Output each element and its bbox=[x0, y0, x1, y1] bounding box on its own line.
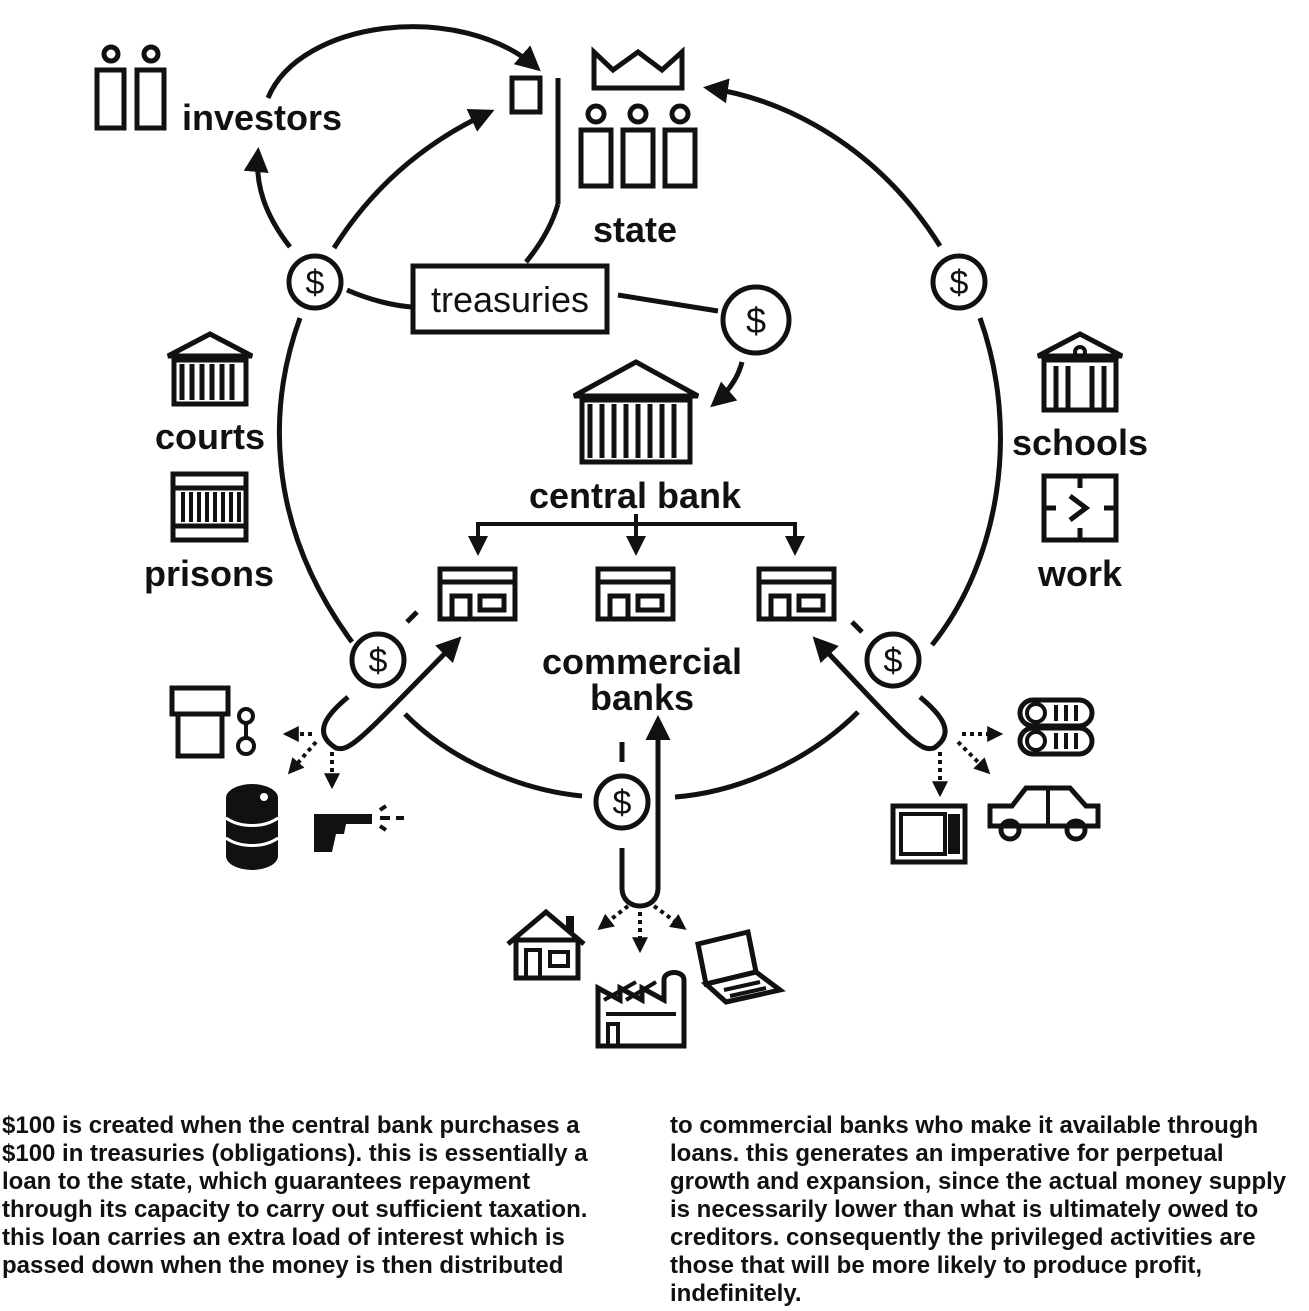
school-building-icon bbox=[1036, 331, 1124, 413]
arrow-to-central-bank bbox=[710, 361, 745, 408]
left-loan-flow bbox=[282, 610, 462, 790]
oil-barrels-icon bbox=[225, 784, 279, 870]
courts-label: courts bbox=[155, 416, 265, 457]
dollar-token-2: $ bbox=[720, 284, 792, 356]
circulation-loop bbox=[243, 24, 1003, 800]
house-icon bbox=[506, 908, 586, 981]
svg-text:$: $ bbox=[884, 642, 903, 680]
investors-label: investors bbox=[182, 97, 342, 138]
laptop-icon bbox=[695, 928, 786, 1005]
storefront-icon bbox=[595, 566, 676, 622]
prison-bars-icon bbox=[170, 471, 249, 543]
commercial-banks-label-line1: commercial bbox=[542, 641, 742, 682]
svg-text:$: $ bbox=[369, 642, 388, 680]
money-flow-diagram: $ $ $ $ $ $ treasuries investors bbox=[94, 24, 1148, 1049]
svg-text:$: $ bbox=[306, 264, 325, 302]
caption-left: $100 is created when the central bank pu… bbox=[2, 1112, 588, 1279]
loop-to-state-arc bbox=[331, 109, 495, 250]
car-icon bbox=[987, 785, 1101, 842]
storefront-icon bbox=[437, 566, 518, 622]
commercial-banks-label-line2: banks bbox=[590, 677, 694, 718]
caption-right: to commercial banks who make it availabl… bbox=[670, 1112, 1287, 1307]
distribution-arrows bbox=[468, 514, 805, 556]
state-label: state bbox=[593, 209, 677, 250]
clock-icon bbox=[1041, 473, 1119, 543]
svg-text:$: $ bbox=[613, 784, 632, 822]
dollar-token-3: $ bbox=[930, 253, 988, 311]
central-bank-label: central bank bbox=[529, 475, 742, 516]
dollar-to-treasuries-line bbox=[346, 287, 412, 310]
pistol-icon bbox=[314, 804, 404, 852]
schools-label: schools bbox=[1012, 422, 1148, 463]
dollar-token-5: $ bbox=[864, 631, 922, 689]
television-icon bbox=[890, 803, 968, 865]
dollar-token-4: $ bbox=[349, 631, 407, 689]
storefront-icon bbox=[756, 566, 837, 622]
svg-text:$: $ bbox=[950, 264, 969, 302]
bank-building-icon bbox=[572, 359, 700, 465]
loop-bottom-left-arc bbox=[403, 712, 583, 799]
padlock-icon bbox=[236, 707, 256, 756]
dollar-token-1: $ bbox=[286, 253, 344, 311]
crown-flag-people-icon bbox=[509, 46, 698, 204]
prisons-label: prisons bbox=[144, 553, 274, 594]
treasuries-box: treasuries bbox=[410, 263, 610, 335]
state-to-treasuries-line bbox=[524, 203, 561, 264]
factory-icon bbox=[595, 970, 687, 1049]
treasuries-to-dollar-line bbox=[617, 292, 719, 314]
bottom-loan-flow bbox=[597, 715, 687, 954]
loop-bottom-right-arc bbox=[674, 710, 860, 800]
work-label: work bbox=[1037, 553, 1123, 594]
shop-icon bbox=[169, 685, 231, 759]
loop-right-to-state-arc bbox=[703, 78, 943, 248]
loop-right-arc bbox=[930, 317, 1003, 647]
svg-text:$: $ bbox=[746, 300, 766, 341]
right-loan-flow bbox=[812, 620, 1004, 798]
money-bundles-icon bbox=[1017, 697, 1095, 757]
courthouse-icon bbox=[166, 331, 254, 407]
arrow-to-investors bbox=[243, 147, 292, 249]
two-people-icon bbox=[94, 44, 167, 131]
dollar-token-6: $ bbox=[593, 773, 651, 831]
treasuries-label: treasuries bbox=[431, 279, 589, 320]
arrow-investors-to-state bbox=[265, 24, 541, 99]
loop-left-arc bbox=[276, 317, 355, 644]
